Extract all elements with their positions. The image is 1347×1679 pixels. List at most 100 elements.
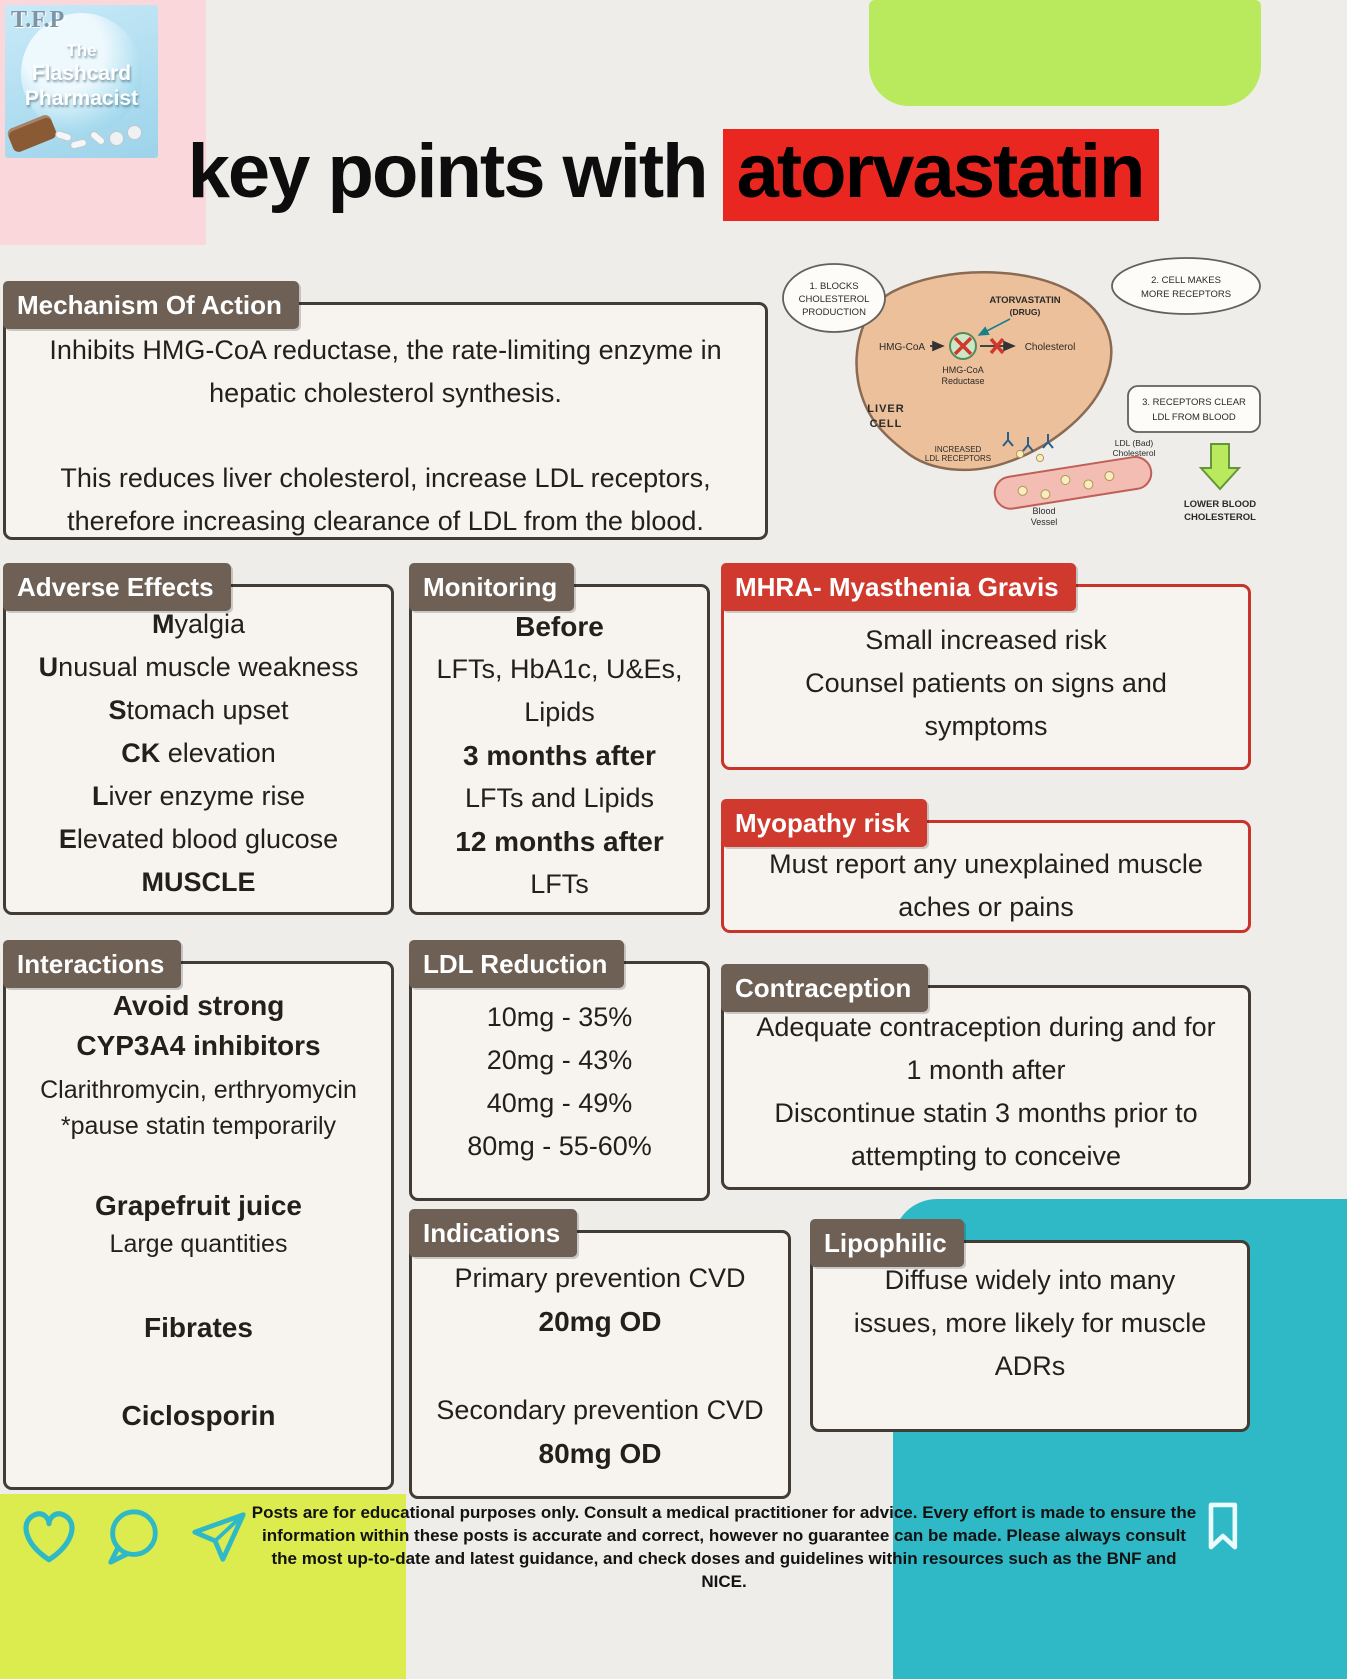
tfp-logo: T.F.P The Flashcard Pharmacist	[5, 5, 158, 158]
lower-cholesterol-label: CHOLESTEROL	[1184, 512, 1256, 523]
moa-paragraph-1: Inhibits HMG-CoA reductase, the rate-lim…	[49, 335, 722, 408]
moa-paragraph-2: This reduces liver cholesterol, increase…	[60, 463, 711, 536]
interactions-header: Interactions	[3, 940, 182, 988]
ldl-particle	[1015, 449, 1025, 459]
increased-receptors-label: INCREASED	[935, 445, 982, 454]
atorvastatin-label: ATORVASTATIN	[989, 295, 1060, 306]
callout-bubble-1	[782, 263, 886, 333]
footer-disclaimer: Posts are for educational purposes only.…	[251, 1503, 1197, 1591]
indication-line: Primary prevention CVD	[454, 1263, 746, 1293]
monitoring-line: LFTs, HbA1c, U&Es,	[436, 654, 683, 684]
pill-bottle-icon	[5, 113, 59, 154]
tablet-icon	[127, 125, 142, 140]
monitoring-line: LFTs and Lipids	[464, 783, 655, 813]
ldl-bad-label: Cholesterol	[1113, 448, 1156, 458]
mechanism-of-action-card: Mechanism Of Action Inhibits HMG-CoA red…	[3, 281, 768, 540]
ldl-particle	[1035, 453, 1045, 463]
bookmark-icon[interactable]	[1200, 1498, 1244, 1554]
logo-line-3: Pharmacist	[24, 87, 139, 110]
title-prefix: key points with	[187, 129, 709, 214]
adverse-effect-item: Elevated blood glucose	[58, 824, 339, 854]
contraception-header: Contraception	[721, 964, 929, 1012]
ldl-row: 20mg - 43%	[486, 1045, 633, 1075]
logo-line-2: Flashcard	[31, 62, 132, 85]
green-top-decoration	[869, 0, 1261, 106]
interaction-line: Clarithromycin, erthryomycin	[40, 1076, 357, 1104]
interaction-line: Grapefruit juice	[95, 1190, 302, 1221]
contraception-line: Discontinue statin 3 months prior to att…	[774, 1098, 1198, 1171]
bubble2-line: 2. CELL MAKES	[1151, 275, 1221, 286]
logo-monogram: T.F.P	[11, 7, 65, 33]
indications-header: Indications	[409, 1209, 578, 1257]
increased-receptors-label: LDL RECEPTORS	[925, 454, 991, 463]
lower-cholesterol-label: LOWER BLOOD	[1184, 499, 1256, 510]
blood-vessel-label: Vessel	[1031, 517, 1058, 527]
liver-cell-label: CELL	[870, 418, 903, 430]
bubble3-line: LDL FROM BLOOD	[1152, 412, 1236, 423]
ldl-row: 10mg - 35%	[486, 1002, 633, 1032]
blocked-cross-icon	[989, 337, 1005, 355]
liver-cell-label: LIVER	[867, 403, 904, 415]
blood-vessel	[993, 455, 1153, 510]
logo-line-1: The	[66, 41, 97, 60]
adverse-effects-card: Adverse Effects Myalgia Unusual muscle w…	[3, 563, 394, 915]
myopathy-risk-header: Myopathy risk	[721, 799, 927, 847]
adverse-effect-item: Myalgia	[151, 609, 246, 639]
interaction-line: Avoid strong CYP3A4 inhibitors	[76, 990, 321, 1061]
ldl-reduction-header: LDL Reduction	[409, 940, 625, 988]
globe-icon	[21, 13, 142, 134]
lipophilic-header: Lipophilic	[810, 1219, 964, 1267]
contraception-line: Adequate contraception during and for 1 …	[756, 1012, 1216, 1085]
liver-shape	[855, 271, 1113, 472]
callout-bubble-3	[1127, 385, 1261, 433]
share-icon[interactable]	[188, 1507, 250, 1567]
monitoring-line: Lipids	[524, 697, 595, 727]
moa-liver-diagram: HMG-CoA Cholesterol HMG-CoA Reductase AT…	[782, 246, 1262, 544]
down-arrow-icon	[1198, 443, 1242, 491]
yellow-bottom-decoration	[0, 1494, 406, 1679]
callout-bubble-2	[1111, 257, 1261, 315]
arrow	[977, 318, 1011, 336]
drug-label: (DRUG)	[1010, 307, 1041, 317]
indication-line: Secondary prevention CVD	[436, 1395, 764, 1425]
reductase-label: HMG-CoA	[942, 365, 984, 375]
heart-icon[interactable]	[16, 1504, 82, 1566]
comment-icon[interactable]	[102, 1506, 164, 1568]
myopathy-text: Must report any unexplained muscle aches…	[769, 849, 1203, 922]
interaction-line: *pause statin temporarily	[60, 1112, 337, 1140]
hmg-coa-label: HMG-CoA	[879, 342, 925, 353]
interaction-line: Large quantities	[109, 1230, 288, 1258]
adverse-effects-header: Adverse Effects	[3, 563, 231, 611]
ldl-row: 80mg - 55-60%	[467, 1131, 652, 1161]
monitoring-line: 12 months after	[455, 826, 664, 857]
liver-diagram-svg: HMG-CoA Cholesterol HMG-CoA Reductase AT…	[782, 257, 1261, 527]
monitoring-line: 3 months after	[463, 740, 656, 771]
blood-vessel-label: Blood	[1032, 506, 1055, 516]
monitoring-line: LFTs	[530, 869, 589, 899]
adverse-effect-item: Unusual muscle weakness	[38, 652, 359, 682]
monitoring-header: Monitoring	[409, 563, 575, 611]
lipophilic-text: Diffuse widely into many issues, more li…	[853, 1265, 1207, 1381]
blocked-cross-icon	[953, 336, 973, 356]
pill-icon	[69, 138, 88, 150]
ldl-reduction-card: LDL Reduction 10mg - 35% 20mg - 43% 40mg…	[409, 940, 710, 1201]
mhra-myasthenia-gravis-card: MHRA- Myasthenia Gravis Small increased …	[721, 563, 1251, 770]
interaction-line: Ciclosporin	[121, 1400, 276, 1431]
bubble1-line: 1. BLOCKS	[809, 281, 858, 292]
bubble3-line: 3. RECEPTORS CLEAR	[1142, 397, 1246, 408]
mechanism-of-action-header: Mechanism Of Action	[3, 281, 299, 329]
bubble1-line: CHOLESTEROL	[799, 294, 870, 305]
ldl-receptor-icons	[1002, 432, 1054, 452]
cholesterol-label: Cholesterol	[1025, 342, 1076, 353]
contraception-card: Contraception Adequate contraception dur…	[721, 964, 1251, 1190]
indications-card: Indications Primary prevention CVD 20mg …	[409, 1209, 791, 1499]
interactions-card: Interactions Avoid strong CYP3A4 inhibit…	[3, 940, 394, 1490]
tablet-icon	[109, 131, 124, 146]
adverse-effect-item: Liver enzyme rise	[91, 781, 306, 811]
adverse-effect-item: MUSCLE	[141, 867, 256, 897]
monitoring-line: Before	[515, 611, 604, 642]
mhra-header: MHRA- Myasthenia Gravis	[721, 563, 1076, 611]
myopathy-risk-card: Myopathy risk Must report any unexplaine…	[721, 799, 1251, 933]
